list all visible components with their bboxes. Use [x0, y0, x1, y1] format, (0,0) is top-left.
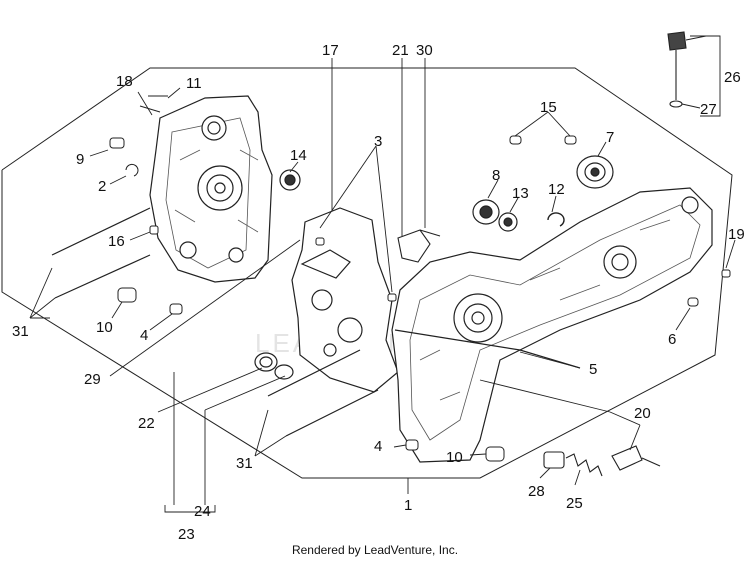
callout-1: 1: [404, 497, 412, 514]
callout-25: 25: [566, 495, 583, 512]
callout-14: 14: [290, 147, 307, 164]
assembly-boundary: [1, 67, 733, 479]
callout-18: 18: [116, 73, 133, 90]
bearing-14: [279, 169, 301, 191]
callout-29: 29: [84, 371, 101, 388]
small-parts: [109, 95, 731, 462]
circlip-12: [547, 212, 565, 227]
callout-7: 7: [606, 129, 614, 146]
callout-4a: 4: [140, 327, 148, 344]
callout-labels: 1 2 3 4 4 5 6 7 8 9 10 10 11 12 13 14 15…: [12, 42, 745, 543]
leader-lines: [29, 35, 736, 513]
callout-10a: 10: [96, 319, 113, 336]
callout-22: 22: [138, 415, 155, 432]
render-credit: Rendered by LeadVenture, Inc.: [291, 543, 459, 557]
callout-3: 3: [374, 133, 382, 150]
callout-11: 11: [186, 75, 202, 92]
bearing-8: [472, 199, 500, 225]
left-crankcase-half: [149, 95, 273, 283]
oil-seal-22: [254, 352, 294, 380]
callout-19: 19: [728, 226, 745, 243]
studs-31-left: [51, 207, 151, 299]
callout-31b: 31: [236, 455, 253, 472]
callout-2: 2: [98, 178, 106, 195]
callout-5: 5: [589, 361, 597, 378]
bearing-13: [498, 212, 518, 232]
callout-9: 9: [76, 151, 84, 168]
oil-pipe-5: [394, 329, 581, 369]
callout-24: 24: [194, 503, 211, 520]
right-crankcase-half: [391, 187, 713, 463]
center-gasket: [291, 207, 399, 393]
callout-17: 17: [322, 42, 339, 59]
callout-15: 15: [540, 99, 557, 116]
callout-21: 21: [392, 42, 409, 59]
bearing-7: [576, 155, 614, 189]
callout-28: 28: [528, 483, 545, 500]
callout-6: 6: [668, 331, 676, 348]
callout-26: 26: [724, 69, 741, 86]
dowel-pins-15: [509, 135, 577, 145]
bracket-21-30: [397, 229, 441, 263]
callout-8: 8: [492, 167, 500, 184]
relief-valve-parts: [543, 445, 661, 477]
callout-27: 27: [700, 101, 717, 118]
callout-12: 12: [548, 181, 565, 198]
callout-20: 20: [634, 405, 651, 422]
callout-13: 13: [512, 185, 529, 202]
callout-10b: 10: [446, 449, 463, 466]
callout-23: 23: [178, 526, 195, 543]
dipstick-26: [667, 31, 687, 108]
callout-4b: 4: [374, 438, 382, 455]
callout-30: 30: [416, 42, 433, 59]
studs-31-lower: [267, 349, 379, 437]
callout-16: 16: [108, 233, 125, 250]
callout-31a: 31: [12, 323, 29, 340]
